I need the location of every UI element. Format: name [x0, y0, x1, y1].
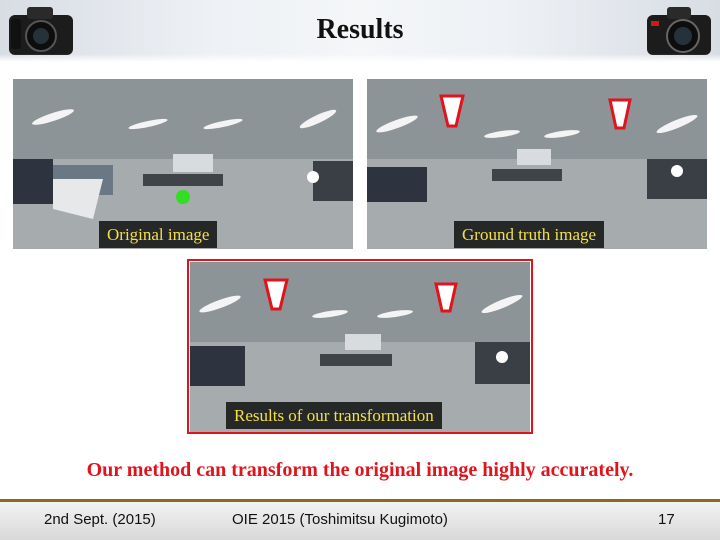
slide-header: Results: [0, 0, 720, 62]
panel-label: Original image: [99, 221, 218, 248]
slide-title: Results: [316, 14, 404, 45]
panel-label: Ground truth image: [454, 221, 605, 248]
footer-date: 2nd Sept. (2015): [44, 511, 156, 528]
green-marker: [176, 190, 190, 204]
camera-icon: [647, 7, 711, 55]
trapezoid-marker: [434, 282, 458, 313]
footer-rule: [0, 499, 720, 502]
ground-truth-panel: Ground truth image: [367, 79, 707, 249]
trapezoid-marker: [439, 94, 465, 128]
results-highlight-frame: [187, 259, 533, 434]
original-image-panel: Original image: [13, 79, 353, 249]
page-number: 17: [658, 511, 675, 528]
results-panel: Results of our transformation: [190, 262, 530, 432]
camera-icon: [9, 7, 73, 55]
slide-caption: Our method can transform the original im…: [86, 459, 634, 481]
trapezoid-marker: [263, 278, 289, 311]
trapezoid-marker: [608, 98, 632, 130]
footer-conference: OIE 2015 (Toshimitsu Kugimoto): [232, 511, 448, 528]
panel-label: Results of our transformation: [226, 402, 442, 429]
slide-footer: 2nd Sept. (2015) OIE 2015 (Toshimitsu Ku…: [0, 502, 720, 540]
